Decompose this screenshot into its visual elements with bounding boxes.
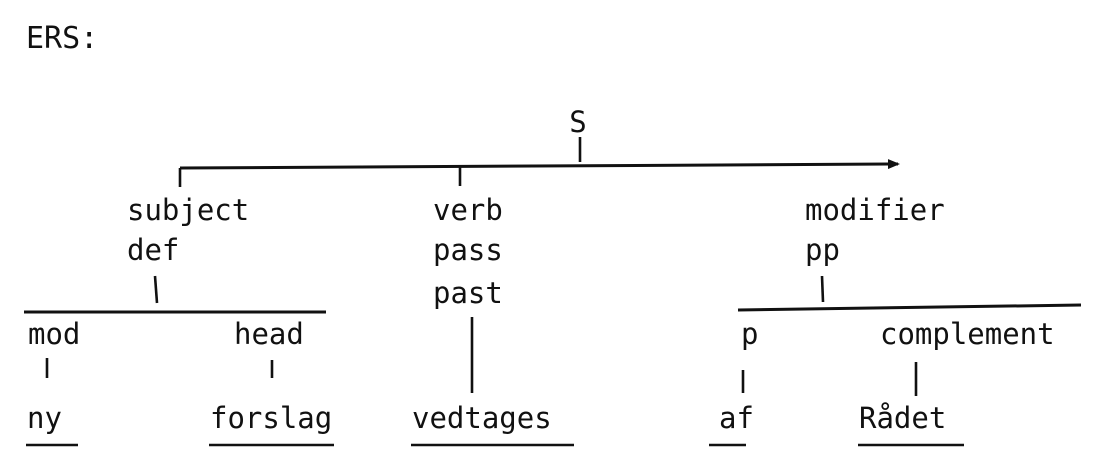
- complement-word: Rådet: [859, 401, 946, 435]
- complement-label: complement: [880, 317, 1055, 351]
- main-arrow: [179, 159, 900, 170]
- head-word: forslag: [210, 401, 332, 435]
- modifier-feature-label: pp: [805, 233, 840, 267]
- subject-feature-label: def: [127, 233, 179, 267]
- mod-word: ny: [27, 401, 62, 435]
- verb-feature-past: past: [433, 276, 503, 310]
- subject-function-label: subject: [127, 193, 249, 227]
- modifier-bar: [737, 303, 1082, 312]
- diagram-title: ERS:: [26, 21, 98, 56]
- modifier-stem: [820, 275, 825, 303]
- verb-function-label: verb: [433, 193, 503, 227]
- root-node-label: S: [569, 105, 586, 139]
- verb-word: vedtages: [412, 401, 552, 435]
- mod-label: mod: [28, 317, 80, 351]
- subject-stem: [153, 275, 159, 304]
- modifier-function-label: modifier: [805, 193, 945, 227]
- p-label: p: [741, 317, 758, 351]
- head-label: head: [234, 317, 304, 351]
- verb-feature-pass: pass: [433, 233, 503, 267]
- p-word: af: [719, 401, 754, 435]
